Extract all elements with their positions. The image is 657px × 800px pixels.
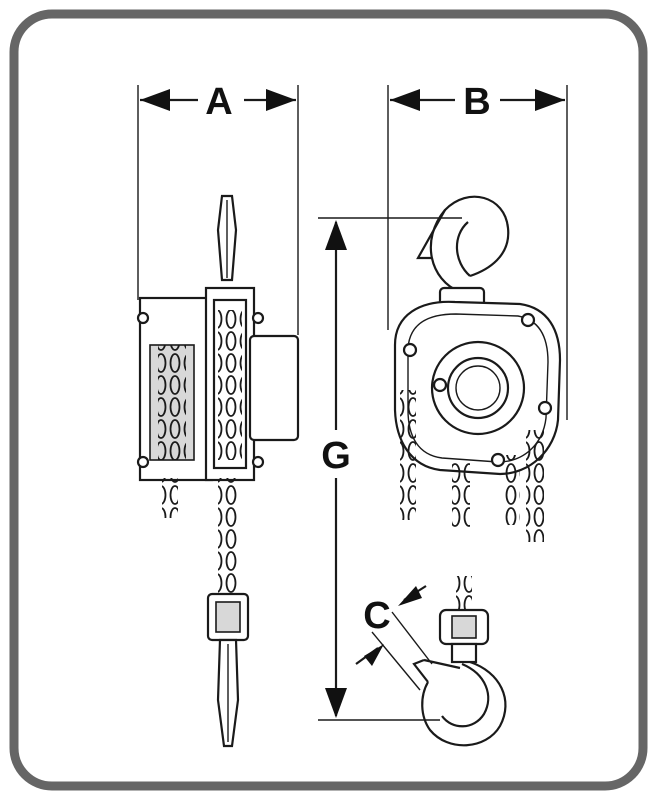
bottom-hook-block-inner [451,615,477,639]
bottom-hook-detail [412,576,507,747]
front-hand-chain-left [400,390,416,520]
front-hand-chain-mid [504,455,520,525]
dimension-a: A [137,81,299,335]
dimension-c-extension-upper [391,611,433,665]
dimension-b-arrow-left [390,89,420,111]
dimension-c: C [355,585,433,691]
bottom-hook-inner [441,662,490,728]
front-bolt-2 [520,312,536,328]
front-view-hoist [393,195,562,542]
front-top-hook-inner [455,221,471,277]
front-bolt-1 [402,342,418,358]
dimension-a-arrow-right [266,89,296,111]
bottom-hook-chain [456,576,472,612]
bottom-hook-tip [412,658,429,683]
dimension-a-label: A [205,81,232,123]
front-hand-chain-right [526,430,544,542]
front-gear-hub [446,356,510,420]
side-bolt-1 [136,311,150,325]
diagram-frame [9,9,648,791]
front-top-hook [429,195,510,294]
front-bolt-3 [537,400,553,416]
dimension-a-arrow-left [140,89,170,111]
side-handwheel-cover [248,334,300,442]
front-hook-latch [416,209,446,260]
dimension-g-arrow-top [325,220,347,250]
dimension-b-arrow-right [535,89,565,111]
side-load-chain [218,478,238,596]
bottom-hook-latch [423,658,461,670]
bottom-hook-swivel [450,642,478,664]
dimension-b: B [387,81,568,420]
side-inner-chain [158,345,186,460]
side-hand-chain [162,478,178,518]
front-bolt-4 [432,377,448,393]
dimension-b-label: B [463,81,490,123]
front-gear-hub-inner [455,365,501,411]
dimension-g-arrow-bottom [325,688,347,718]
side-center-chain [218,310,242,460]
side-view-hoist [136,194,300,748]
dimension-c-arrow-lower [364,644,384,666]
dimension-g-label: G [321,435,351,477]
front-load-chain [452,462,470,528]
front-bolt-5 [490,452,506,468]
bottom-hook-outer [421,660,507,747]
side-bolt-3 [251,311,265,325]
dimension-c-label: C [363,595,390,637]
side-bottom-block-inner [215,601,241,633]
dimension-c-arrow-upper [398,586,422,606]
side-bolt-4 [251,455,265,469]
side-bolt-2 [136,455,150,469]
front-hoist-body-rim [407,313,549,463]
dimension-c-extension-lower [371,631,421,691]
